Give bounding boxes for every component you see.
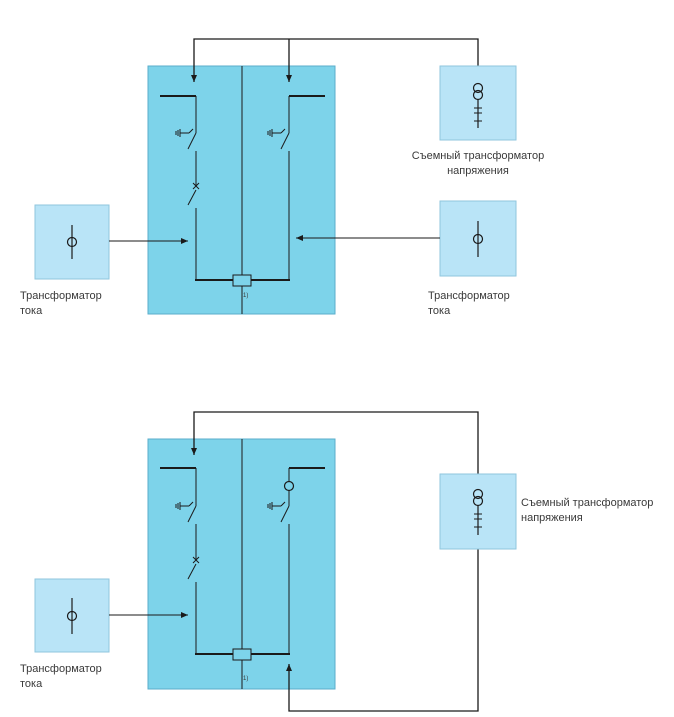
current-transformer-icon xyxy=(66,225,78,259)
vt-feed-wire xyxy=(191,411,479,474)
voltage-transformer-icon xyxy=(472,488,484,535)
breaker-contact-icon xyxy=(192,182,200,190)
earthing-switch-icon xyxy=(267,501,286,510)
breaker-contact-icon xyxy=(192,556,200,564)
ct-right-label-line1: Трансформатор xyxy=(428,290,510,302)
earthing-switch-icon xyxy=(175,501,194,510)
current-transformer-icon xyxy=(283,480,295,492)
fuse-icon xyxy=(232,648,252,661)
vt-label-line2: напряжения xyxy=(521,512,583,524)
vt-label-line1: Съемный трансформатор xyxy=(521,497,654,509)
vt-return-wire xyxy=(286,549,479,712)
fuse-icon xyxy=(232,274,252,287)
ct-left-label-line1: Трансформатор xyxy=(20,663,102,675)
ct-left-label: Трансформатор тока xyxy=(20,662,102,692)
footnote-marker: 1) xyxy=(243,293,249,299)
disconnector-blade xyxy=(280,505,290,523)
vt-label: Съемный трансформатор напряжения xyxy=(401,149,555,179)
disconnector-blade xyxy=(187,505,197,523)
footnote-marker: 1) xyxy=(243,676,249,682)
voltage-transformer-icon xyxy=(472,82,484,128)
earthing-switch-icon xyxy=(267,128,286,137)
diagram-1 xyxy=(34,38,517,315)
ct-right-label: Трансформатор тока xyxy=(428,289,510,319)
current-transformer-icon xyxy=(472,221,484,257)
diagram-2 xyxy=(34,411,517,712)
vt-label-line2: напряжения xyxy=(447,165,509,177)
breaker-blade xyxy=(187,189,197,206)
disconnector-blade xyxy=(280,132,290,150)
ct-right-label-line2: тока xyxy=(428,305,451,317)
vt-label: Съемный трансформатор напряжения xyxy=(521,496,653,526)
disconnector-blade xyxy=(187,132,197,150)
breaker-blade xyxy=(187,563,197,580)
ct-left-label-line2: тока xyxy=(20,678,43,690)
ct-left-label-line1: Трансформатор xyxy=(20,290,102,302)
ct-left-label: Трансформатор тока xyxy=(20,289,102,319)
ct-left-label-line2: тока xyxy=(20,305,43,317)
vt-feed-wire xyxy=(191,38,479,82)
current-transformer-icon xyxy=(66,598,78,634)
vt-label-line1: Съемный трансформатор xyxy=(411,150,545,162)
earthing-switch-icon xyxy=(175,128,194,137)
